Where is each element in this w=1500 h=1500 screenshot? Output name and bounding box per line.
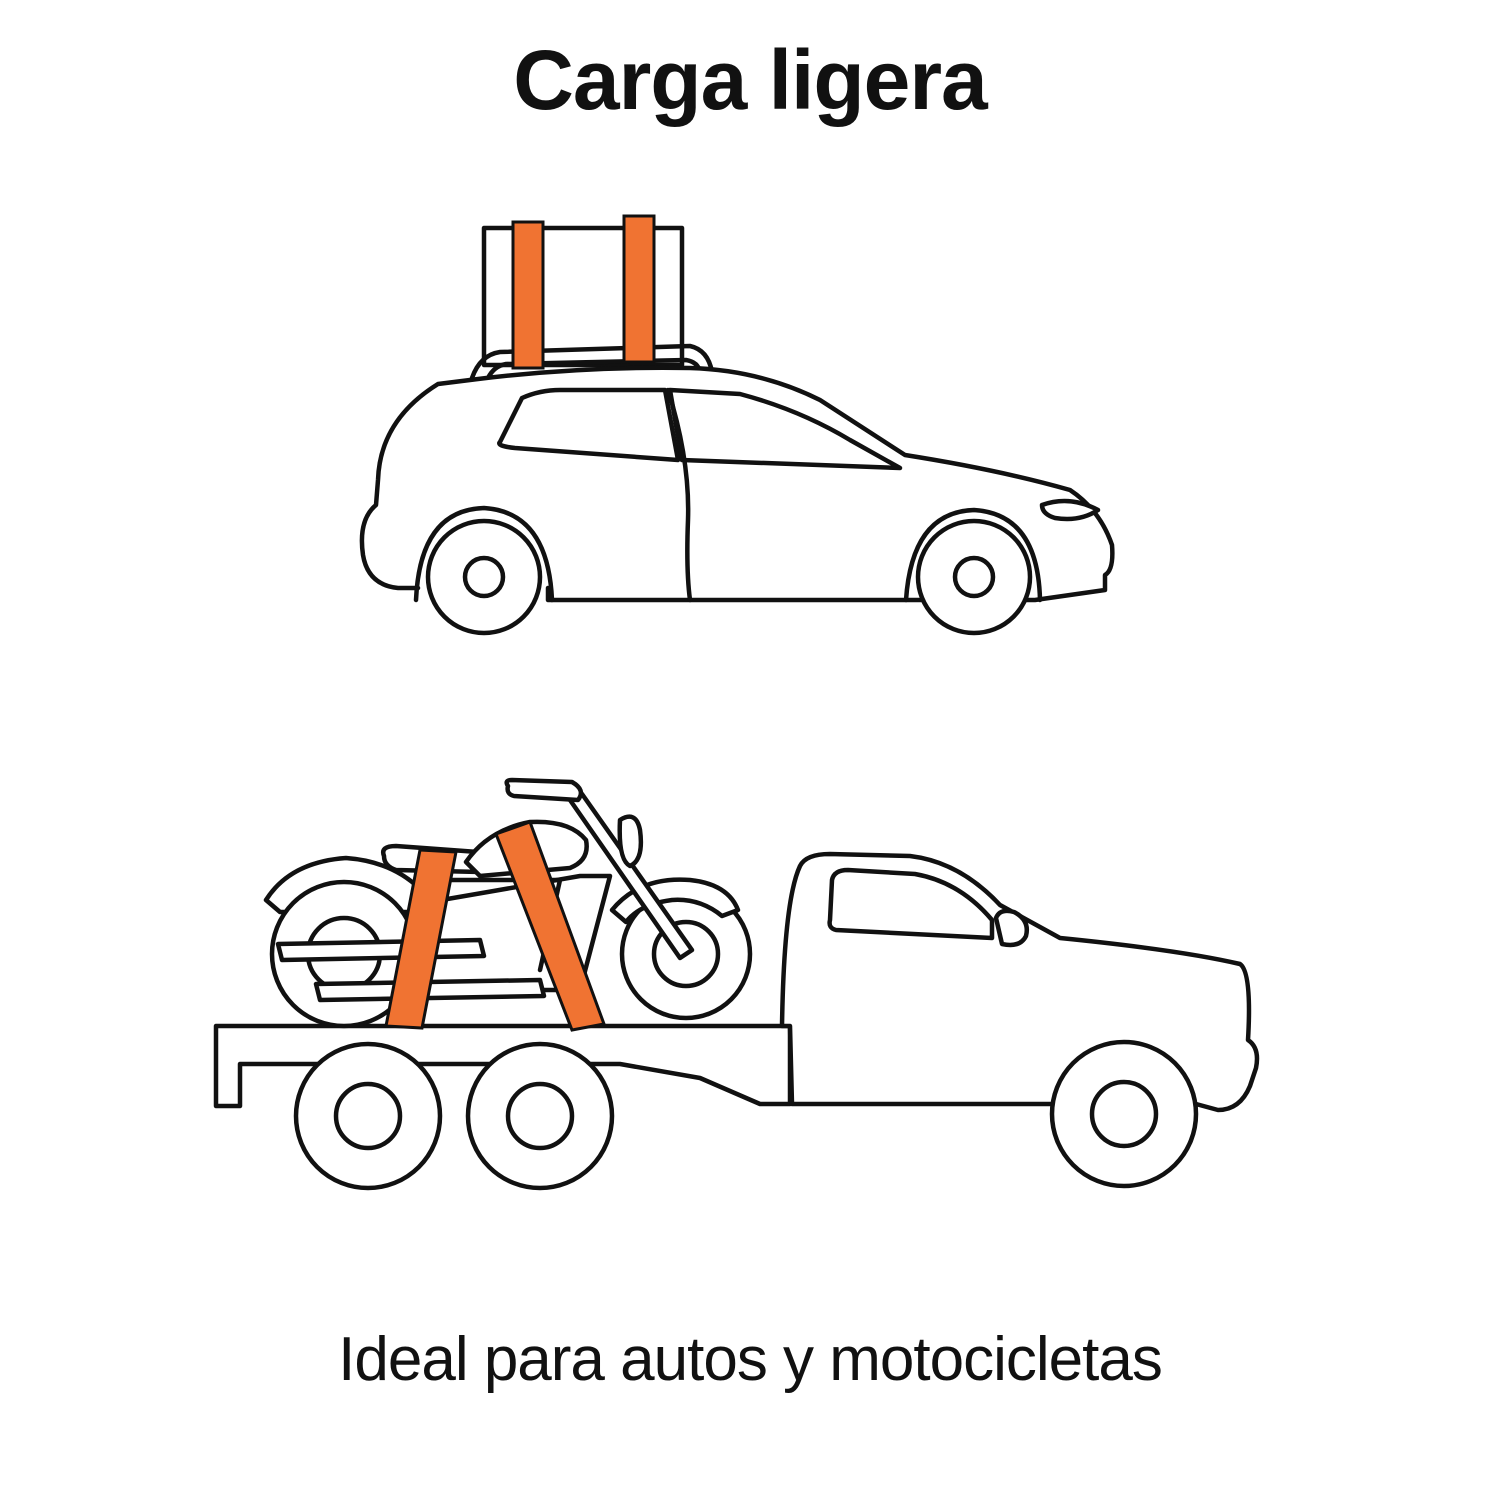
car-roof-cargo-icon <box>359 214 1115 636</box>
motorcycle <box>263 777 753 1029</box>
car-rear-window <box>497 387 681 463</box>
car-headlight <box>1039 498 1101 522</box>
motorcycle-strap <box>384 848 458 1030</box>
motorcycle-strap <box>494 820 607 1032</box>
cargo-strap <box>622 214 656 364</box>
page-title: Carga ligera <box>513 33 988 127</box>
cargo-strap <box>511 220 545 370</box>
truck-motorcycle-icon <box>213 777 1260 1191</box>
motorcycle-handlebar <box>504 777 584 803</box>
roof-rack <box>469 343 715 381</box>
caption: Ideal para autos y motocicletas <box>338 1325 1163 1394</box>
truck-mirror <box>993 908 1029 948</box>
truck-window <box>827 867 995 941</box>
motorcycle-headlight <box>617 814 644 869</box>
motorcycle-exhaust <box>275 937 487 963</box>
car-front-window <box>667 387 903 471</box>
